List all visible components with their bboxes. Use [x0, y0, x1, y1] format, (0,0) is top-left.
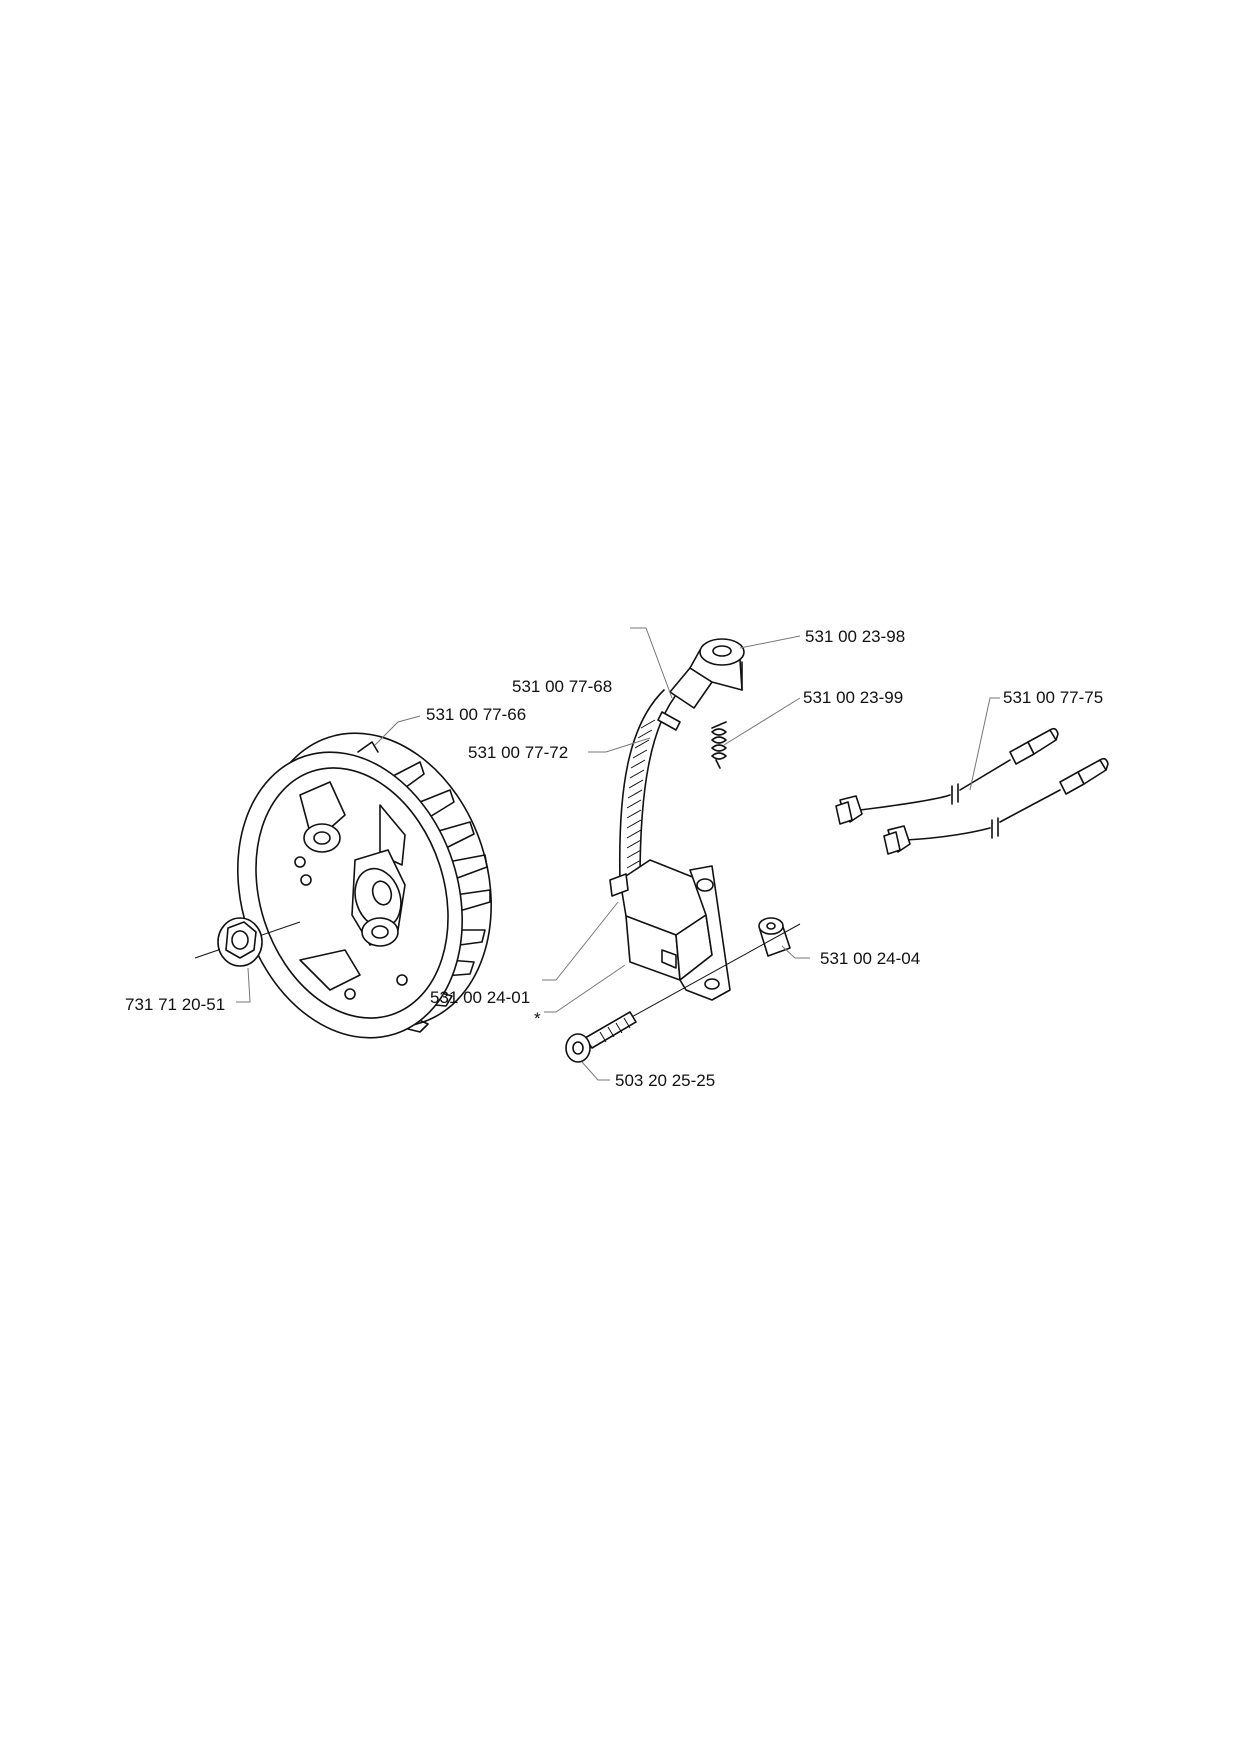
flywheel-drawing: [237, 732, 492, 1039]
label-flywheel-nut: 731 71 20-51: [125, 995, 225, 1014]
ignition-lead-drawing: [618, 638, 745, 881]
label-ignition-lead: 531 00 77-72: [468, 743, 568, 762]
label-coil-screw: 503 20 25-25: [615, 1071, 715, 1090]
label-flywheel: 531 00 77-66: [426, 705, 526, 724]
label-cap-spring: 531 00 23-99: [803, 688, 903, 707]
leader-lines: [236, 627, 1000, 1081]
cap-spring-drawing: [711, 721, 727, 769]
label-ignition-module-marker: *: [534, 1009, 541, 1028]
label-spacer: 531 00 24-04: [820, 949, 920, 968]
label-short-circuit-cables: 531 00 77-75: [1003, 688, 1103, 707]
label-ignition-coil: 531 00 24-01: [430, 988, 530, 1007]
ignition-coil-drawing: [609, 859, 731, 1001]
spacer-drawing: [758, 917, 791, 957]
short-circuit-cables-drawing: [835, 727, 1109, 855]
label-cable-sleeve: 531 00 77-68: [512, 677, 612, 696]
flywheel-nut-drawing: [217, 917, 263, 967]
label-spark-plug-cap: 531 00 23-98: [805, 627, 905, 646]
coil-screw-drawing: [565, 923, 801, 1063]
